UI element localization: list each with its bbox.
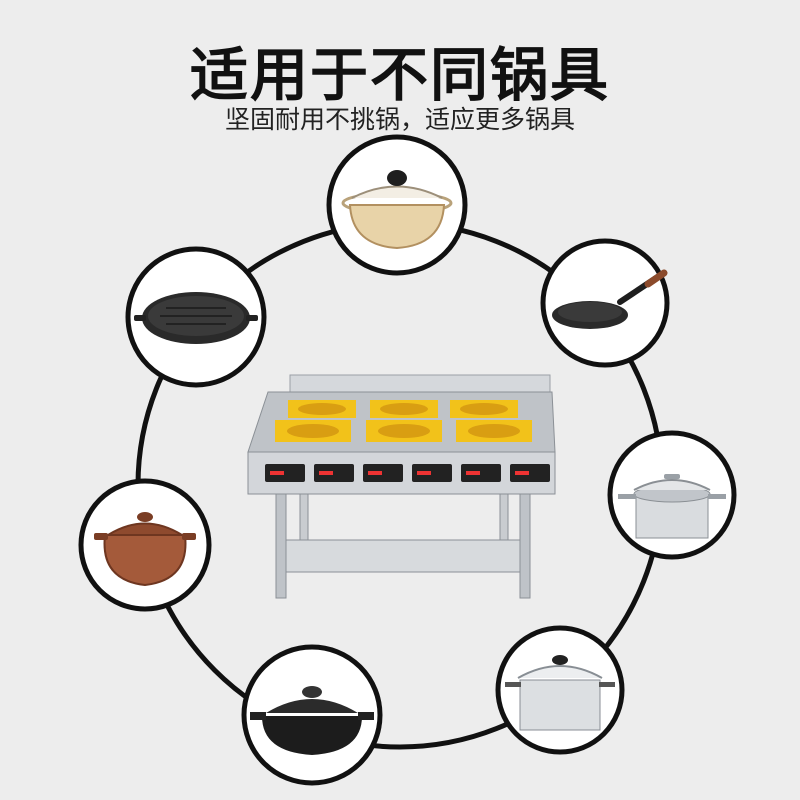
- steel-pot-icon: [495, 625, 625, 755]
- grill-pan-icon: [125, 246, 267, 388]
- frying-pan-icon: [540, 238, 670, 368]
- burner-pads: [275, 400, 532, 442]
- glass-pot-icon: [326, 134, 468, 276]
- page-title: 适用于不同锅具: [189, 41, 610, 109]
- ceramic-pot-icon: [241, 644, 383, 786]
- induction-stove: [247, 374, 556, 599]
- stock-pot-icon: [607, 430, 737, 560]
- clay-casserole-icon: [78, 478, 212, 612]
- control-panels: [265, 464, 550, 482]
- page-subtitle: 坚固耐用不挑锅，适应更多锅具: [224, 105, 575, 134]
